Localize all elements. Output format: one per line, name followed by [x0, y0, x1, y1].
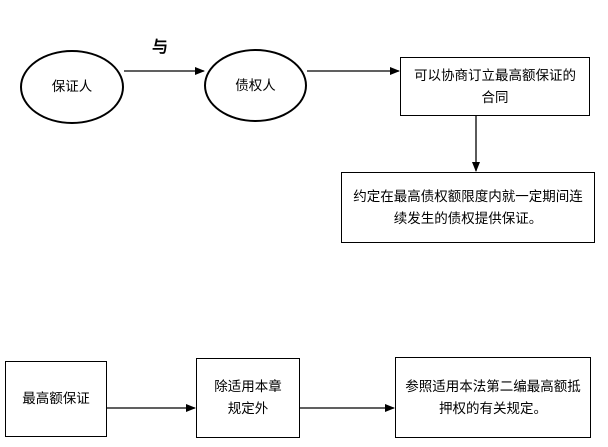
node-creditor: 债权人: [204, 49, 307, 122]
node-refer-chapter: 参照适用本法第二编最高额抵押权的有关规定。: [395, 357, 591, 438]
node-max-guarantee: 最高额保证: [5, 361, 107, 437]
node-creditor-label: 债权人: [235, 77, 276, 94]
node-except-chapter-label: 除适用本章规定外: [214, 379, 282, 417]
node-guarantor-label: 保证人: [51, 79, 93, 95]
node-max-guarantee-contract-label: 可以协商订立最高额保证的合同: [414, 67, 576, 106]
node-max-guarantee-contract: 可以协商订立最高额保证的合同: [400, 57, 590, 116]
edge-label-with: 与: [152, 37, 169, 56]
node-agreement-scope-label: 约定在最高债权额限度内就一定期间连续发生的债权提供保证。: [353, 188, 583, 227]
node-max-guarantee-label: 最高额保证: [22, 391, 90, 407]
node-guarantor: 保证人: [20, 50, 124, 124]
node-except-chapter: 除适用本章规定外: [196, 358, 300, 438]
node-refer-chapter-label: 参照适用本法第二编最高额抵押权的有关规定。: [405, 378, 581, 417]
node-agreement-scope: 约定在最高债权额限度内就一定期间连续发生的债权提供保证。: [341, 172, 595, 243]
